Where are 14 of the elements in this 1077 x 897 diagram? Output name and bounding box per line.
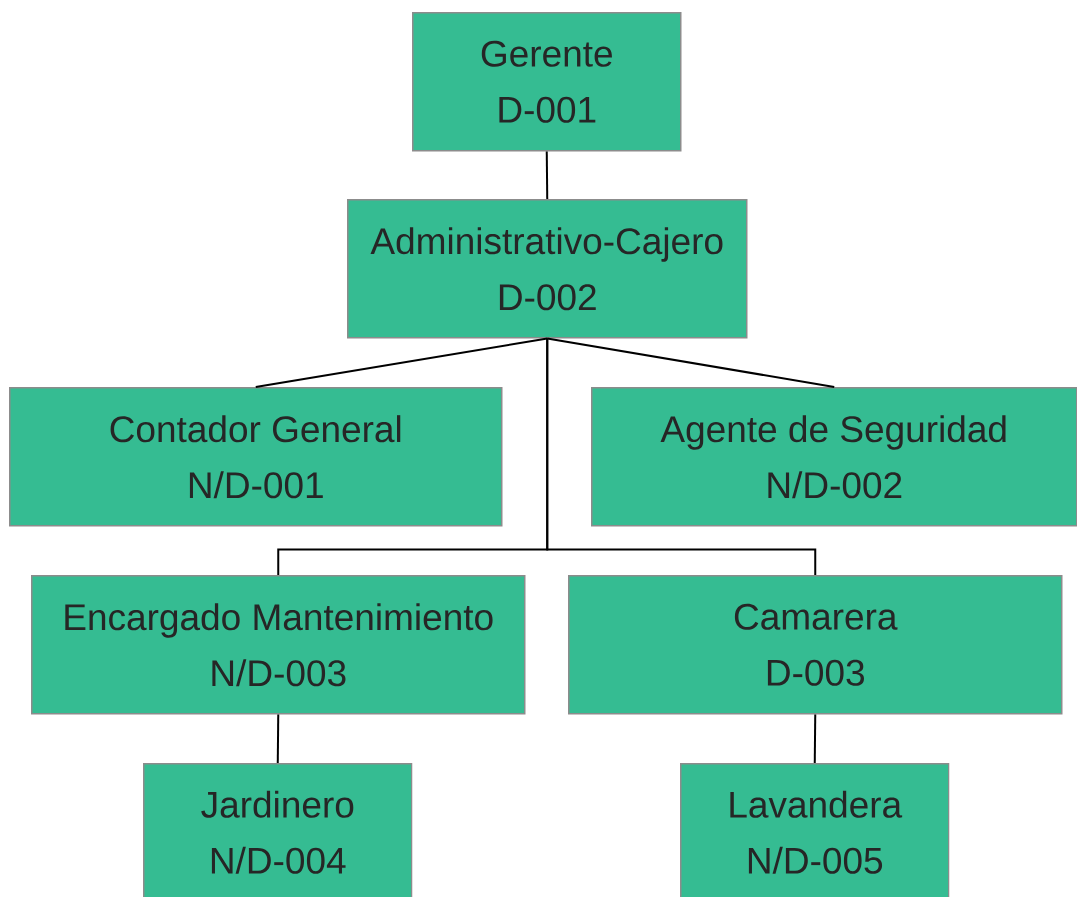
- connector-line: [546, 337, 817, 576]
- position-box: Lavandera N/D-005: [680, 763, 950, 897]
- connector-line: [254, 337, 549, 388]
- position-box: Encargado Mantenimiento N/D-003: [31, 575, 526, 715]
- position-box: Agente de Seguridad N/D-002: [591, 387, 1077, 527]
- position-box: Contador General N/D-001: [9, 387, 503, 527]
- connector-line: [276, 713, 280, 764]
- connector-line: [546, 337, 836, 388]
- position-box: Camarera D-003: [568, 575, 1063, 715]
- position-box: Gerente D-001: [412, 12, 682, 152]
- position-box: Administrativo-Cajero D-002: [347, 199, 748, 339]
- connector-line: [545, 150, 549, 200]
- connector-line: [813, 713, 817, 764]
- position-box: Jardinero N/D-004: [143, 763, 413, 897]
